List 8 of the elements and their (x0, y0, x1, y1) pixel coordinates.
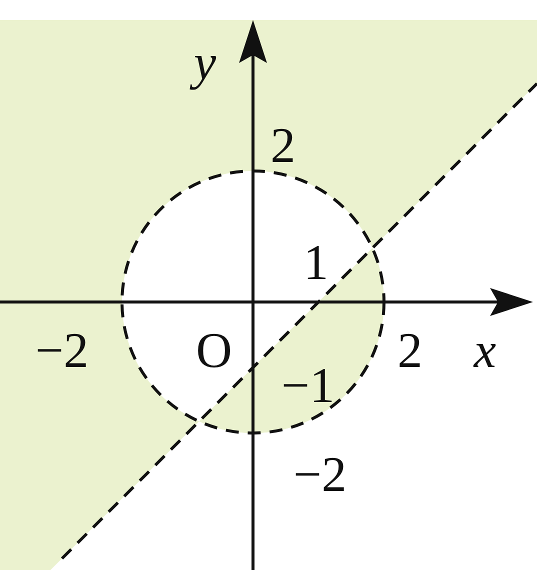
tick-label: −2 (35, 325, 89, 375)
tick-label: 1 (304, 237, 328, 287)
tick-label: −2 (293, 449, 347, 499)
tick-label: 2 (398, 325, 422, 375)
axis-label: x (474, 325, 496, 375)
origin-label: O (196, 325, 232, 375)
tick-label: −1 (281, 360, 335, 410)
tick-label: 2 (270, 120, 296, 170)
